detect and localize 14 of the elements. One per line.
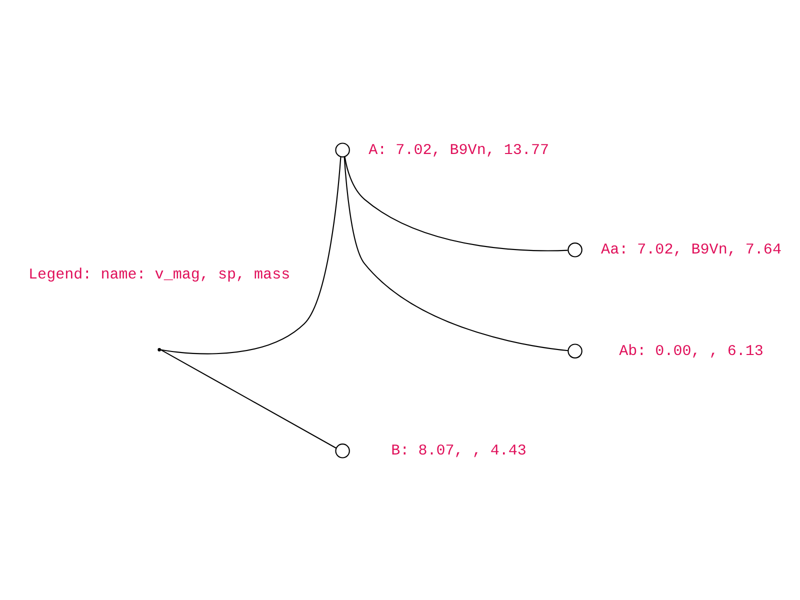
node-circle: [335, 142, 350, 157]
connector: [344, 156, 568, 251]
node-circle: [568, 242, 582, 257]
connector: [160, 156, 342, 354]
connector: [344, 156, 568, 351]
node-circle: [335, 443, 350, 458]
node-label: B: 8.07, , 4.43: [391, 441, 526, 460]
connector: [160, 348, 336, 448]
label: Legend: name: v_mag, sp, mass: [28, 264, 290, 283]
node-label: A: 7.02, B9Vn, 13.77: [368, 140, 549, 158]
node-point: [158, 348, 161, 351]
node-circle: [568, 343, 582, 358]
node-label: Aa: 7.02, B9Vn, 7.64: [601, 240, 782, 258]
node-label: Ab: 0.00, , 6.13: [619, 341, 764, 360]
